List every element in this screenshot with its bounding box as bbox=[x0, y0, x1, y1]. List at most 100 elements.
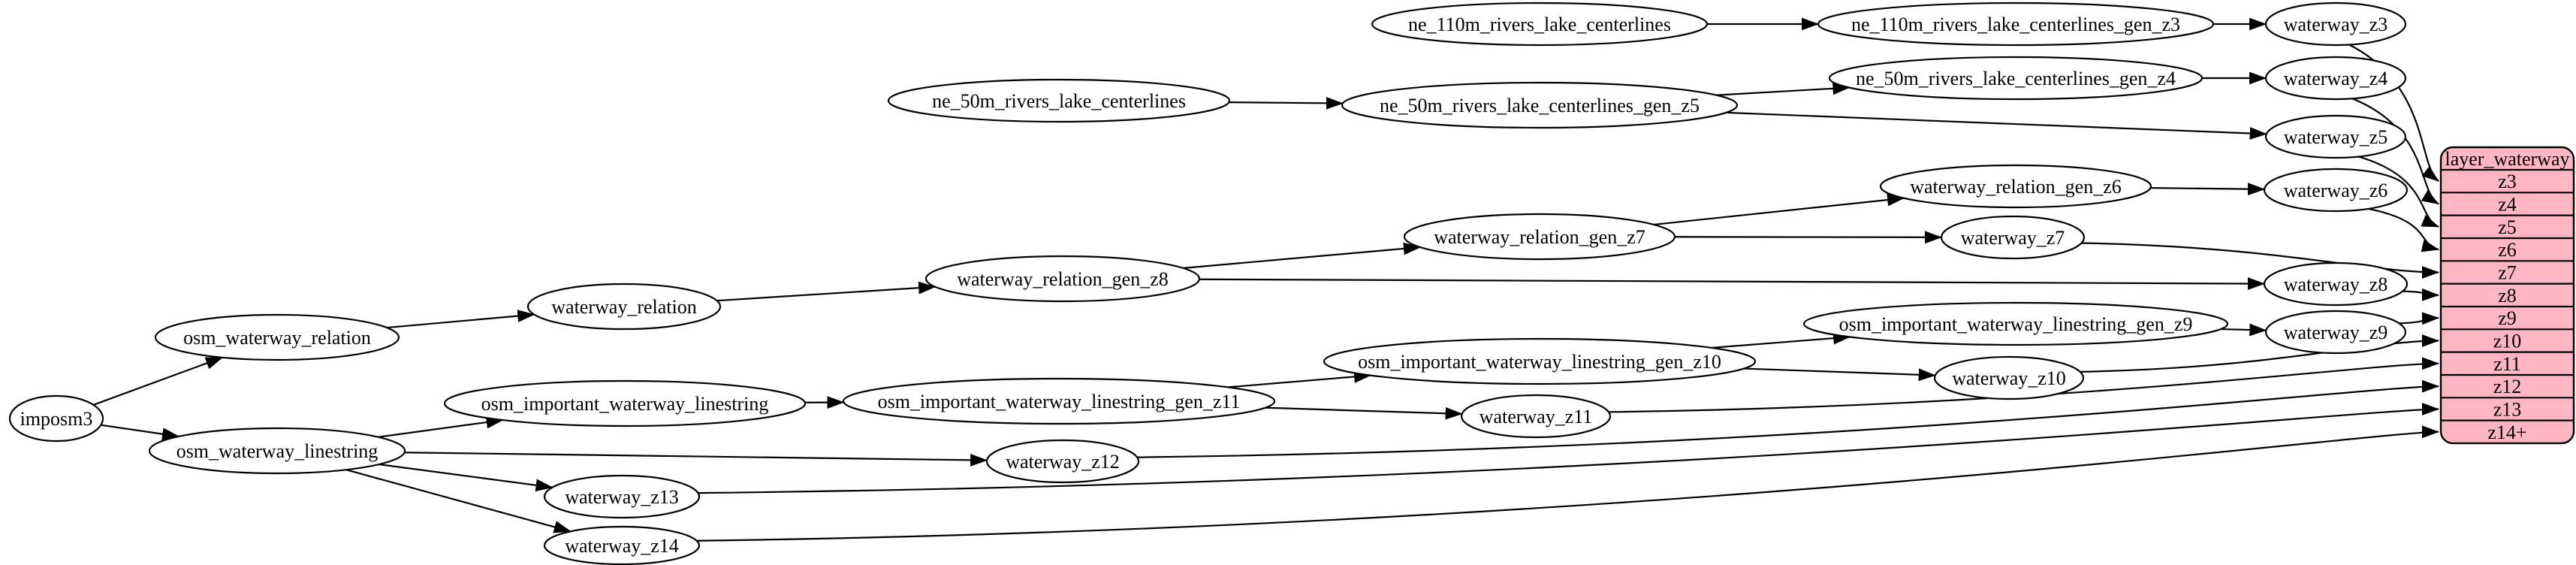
node-waterway_z8: waterway_z8 bbox=[2263, 261, 2409, 307]
edge-osm_important_waterway_linestring_gen_z11-to-osm_important_waterway_linestring_gen_z10 bbox=[1227, 370, 1372, 388]
node-label-imposm3: imposm3 bbox=[20, 408, 93, 430]
node-osm_important_waterway_linestring_gen_z10: osm_important_waterway_linestring_gen_z1… bbox=[1323, 337, 1757, 385]
node-label-osm_important_waterway_linestring_gen_z10: osm_important_waterway_linestring_gen_z1… bbox=[1358, 351, 1721, 373]
table-row-z8: z8 bbox=[2498, 285, 2517, 307]
edge-osm_important_waterway_linestring_gen_z9-to-waterway_z9 bbox=[2220, 323, 2267, 337]
edge-waterway_z9-to-layer_waterway-z9 bbox=[2399, 312, 2439, 325]
node-waterway_relation_gen_z8: waterway_relation_gen_z8 bbox=[925, 255, 1201, 303]
node-label-waterway_z6: waterway_z6 bbox=[2284, 180, 2388, 201]
node-shape-waterway_relation_gen_z6 bbox=[1879, 164, 2152, 209]
node-waterway_z3: waterway_z3 bbox=[2264, 2, 2407, 47]
table-row-z4: z4 bbox=[2498, 193, 2517, 215]
node-shape-ne_50m_rivers_lake_centerlines bbox=[887, 78, 1231, 123]
node-label-ne_50m_rivers_lake_centerlines_gen_z4: ne_50m_rivers_lake_centerlines_gen_z4 bbox=[1856, 68, 2176, 89]
node-osm_waterway_linestring: osm_waterway_linestring bbox=[148, 427, 406, 475]
table-row-z7: z7 bbox=[2498, 261, 2517, 283]
node-waterway_z14: waterway_z14 bbox=[543, 525, 701, 565]
edge-osm_waterway_linestring-to-waterway_z12 bbox=[404, 452, 988, 467]
edge-waterway_z7-to-layer_waterway-z7 bbox=[2081, 242, 2439, 279]
edge-waterway_relation_gen_z8-to-waterway_relation_gen_z7 bbox=[1183, 242, 1421, 269]
node-label-osm_important_waterway_linestring_gen_z11: osm_important_waterway_linestring_gen_z1… bbox=[878, 391, 1241, 412]
edge-ne_50m_rivers_lake_centerlines_gen_z5-to-ne_50m_rivers_lake_centerlines_gen_z4 bbox=[1716, 82, 1851, 96]
node-shape-osm_waterway_linestring bbox=[148, 427, 406, 475]
node-waterway_relation_gen_z6: waterway_relation_gen_z6 bbox=[1879, 164, 2152, 209]
node-shape-waterway_z7 bbox=[1940, 215, 2086, 260]
node-label-waterway_relation: waterway_relation bbox=[551, 296, 696, 318]
edges-layer bbox=[93, 17, 2439, 542]
edge-imposm3-to-osm_waterway_relation bbox=[93, 356, 224, 406]
table-layer_waterway: layer_waterwayz3z4z5z6z7z8z9z10z11z12z13… bbox=[2439, 146, 2575, 445]
node-label-osm_waterway_linestring: osm_waterway_linestring bbox=[176, 440, 379, 462]
node-shape-osm_important_waterway_linestring_gen_z11 bbox=[842, 377, 1276, 425]
node-label-waterway_z8: waterway_z8 bbox=[2284, 273, 2388, 295]
edge-waterway_relation_gen_z8-to-waterway_z8 bbox=[1199, 277, 2266, 290]
node-ne_50m_rivers_lake_centerlines_gen_z5: ne_50m_rivers_lake_centerlines_gen_z5 bbox=[1341, 81, 1739, 129]
node-label-waterway_z14: waterway_z14 bbox=[565, 535, 679, 557]
edge-ne_50m_rivers_lake_centerlines_gen_z5-to-waterway_z5 bbox=[1726, 111, 2267, 140]
node-shape-waterway_relation bbox=[526, 282, 722, 331]
edge-osm_important_waterway_linestring_gen_z11-to-waterway_z11 bbox=[1265, 406, 1463, 420]
node-label-waterway_z4: waterway_z4 bbox=[2284, 68, 2388, 89]
node-shape-waterway_z13 bbox=[543, 474, 701, 519]
node-label-ne_50m_rivers_lake_centerlines: ne_50m_rivers_lake_centerlines bbox=[932, 90, 1186, 112]
edge-waterway_z11-to-layer_waterway-z11 bbox=[1608, 357, 2439, 413]
node-shape-ne_50m_rivers_lake_centerlines_gen_z5 bbox=[1341, 81, 1739, 129]
node-label-osm_waterway_relation: osm_waterway_relation bbox=[183, 327, 371, 349]
node-waterway_z6: waterway_z6 bbox=[2263, 168, 2409, 213]
node-shape-osm_important_waterway_linestring bbox=[443, 379, 807, 428]
node-shape-waterway_z5 bbox=[2264, 114, 2407, 159]
node-shape-waterway_relation_gen_z7 bbox=[1403, 213, 1676, 261]
node-shape-waterway_z11 bbox=[1460, 394, 1612, 439]
node-label-waterway_relation_gen_z6: waterway_relation_gen_z6 bbox=[1910, 176, 2122, 198]
table-layer: layer_waterwayz3z4z5z6z7z8z9z10z11z12z13… bbox=[2439, 146, 2575, 445]
node-waterway_z4: waterway_z4 bbox=[2264, 56, 2407, 101]
edge-waterway_z13-to-layer_waterway-z13 bbox=[698, 403, 2439, 494]
node-shape-waterway_relation_gen_z8 bbox=[925, 255, 1201, 303]
node-shape-osm_important_waterway_linestring_gen_z9 bbox=[1802, 301, 2229, 346]
table-row-z11: z11 bbox=[2493, 353, 2521, 375]
edge-osm_important_waterway_linestring_gen_z10-to-waterway_z10 bbox=[1743, 367, 1936, 382]
table-row-z6: z6 bbox=[2498, 239, 2517, 261]
node-label-ne_110m_rivers_lake_centerlines: ne_110m_rivers_lake_centerlines bbox=[1408, 14, 1671, 35]
edge-waterway_z12-to-layer_waterway-z12 bbox=[1137, 379, 2439, 458]
edge-osm_waterway_linestring-to-osm_important_waterway_linestring bbox=[378, 415, 504, 438]
node-label-waterway_z7: waterway_z7 bbox=[1961, 227, 2065, 249]
node-label-ne_50m_rivers_lake_centerlines_gen_z5: ne_50m_rivers_lake_centerlines_gen_z5 bbox=[1380, 95, 1700, 116]
node-shape-waterway_z9 bbox=[2264, 310, 2407, 355]
node-shape-ne_50m_rivers_lake_centerlines_gen_z4 bbox=[1828, 56, 2203, 101]
node-label-waterway_z13: waterway_z13 bbox=[565, 486, 679, 508]
node-label-waterway_z10: waterway_z10 bbox=[1952, 367, 2066, 389]
edge-waterway_z4-to-layer_waterway-z4 bbox=[2351, 98, 2439, 205]
node-shape-imposm3 bbox=[8, 394, 104, 443]
edge-osm_waterway_relation-to-waterway_relation bbox=[386, 310, 535, 329]
node-label-osm_important_waterway_linestring: osm_important_waterway_linestring bbox=[481, 393, 769, 415]
node-label-waterway_z3: waterway_z3 bbox=[2284, 14, 2388, 35]
table-row-z14+: z14+ bbox=[2487, 421, 2526, 443]
node-waterway_z9: waterway_z9 bbox=[2264, 310, 2407, 355]
node-osm_important_waterway_linestring_gen_z9: osm_important_waterway_linestring_gen_z9 bbox=[1802, 301, 2229, 346]
node-label-waterway_z5: waterway_z5 bbox=[2284, 126, 2388, 148]
node-label-waterway_relation_gen_z8: waterway_relation_gen_z8 bbox=[957, 268, 1169, 290]
edge-waterway_relation_gen_z6-to-waterway_z6 bbox=[2150, 183, 2266, 196]
node-waterway_z13: waterway_z13 bbox=[543, 474, 701, 519]
node-waterway_z5: waterway_z5 bbox=[2264, 114, 2407, 159]
node-shape-waterway_z4 bbox=[2264, 56, 2407, 101]
node-waterway_z11: waterway_z11 bbox=[1460, 394, 1612, 439]
edge-waterway_z10-to-layer_waterway-z10 bbox=[2080, 334, 2439, 373]
table-row-z5: z5 bbox=[2498, 216, 2517, 238]
node-osm_waterway_relation: osm_waterway_relation bbox=[154, 313, 400, 361]
node-label-waterway_z11: waterway_z11 bbox=[1480, 406, 1593, 428]
node-label-ne_110m_rivers_lake_centerlines_gen_z3: ne_110m_rivers_lake_centerlines_gen_z3 bbox=[1851, 14, 2180, 35]
table-row-z12: z12 bbox=[2493, 376, 2522, 397]
edge-osm_waterway_linestring-to-waterway_z13 bbox=[379, 463, 554, 492]
node-ne_110m_rivers_lake_centerlines_gen_z3: ne_110m_rivers_lake_centerlines_gen_z3 bbox=[1817, 2, 2215, 47]
edge-osm_important_waterway_linestring_gen_z10-to-osm_important_waterway_linestring_gen_z9 bbox=[1712, 331, 1851, 349]
edge-waterway_z6-to-layer_waterway-z6 bbox=[2367, 207, 2439, 252]
edge-osm_waterway_linestring-to-waterway_z14 bbox=[345, 469, 572, 533]
node-ne_110m_rivers_lake_centerlines: ne_110m_rivers_lake_centerlines bbox=[1371, 2, 1709, 47]
table-outline bbox=[2439, 146, 2575, 445]
table-title: layer_waterway bbox=[2445, 148, 2569, 170]
edge-waterway_z14-to-layer_waterway-z14+ bbox=[696, 425, 2439, 542]
edge-waterway_relation_gen_z7-to-waterway_relation_gen_z6 bbox=[1653, 193, 1905, 226]
node-label-osm_important_waterway_linestring_gen_z9: osm_important_waterway_linestring_gen_z9 bbox=[1839, 313, 2193, 335]
